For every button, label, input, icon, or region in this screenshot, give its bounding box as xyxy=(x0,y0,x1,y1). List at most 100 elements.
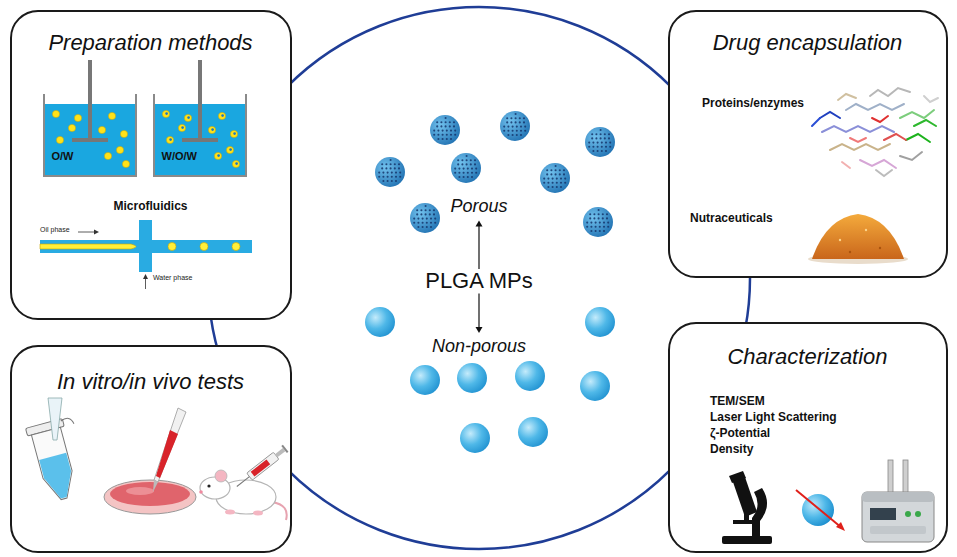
pore xyxy=(598,217,600,219)
pore xyxy=(450,130,452,132)
protein-molecule-part xyxy=(860,160,896,168)
pore xyxy=(560,178,562,180)
pore xyxy=(471,176,473,178)
pore xyxy=(445,121,447,123)
pore xyxy=(449,121,451,123)
technique-item: TEM/SEM xyxy=(710,394,930,408)
laser-scattering-icon-part xyxy=(836,522,845,531)
droplet-core xyxy=(211,128,214,131)
pore xyxy=(417,218,419,220)
beaker-icon: W/O/W xyxy=(152,60,248,178)
pore xyxy=(433,213,435,215)
pore xyxy=(454,168,456,170)
pore xyxy=(512,130,514,132)
phase-label: Water phase xyxy=(153,274,192,282)
pore xyxy=(598,209,600,211)
pore xyxy=(429,209,431,211)
protein-molecule xyxy=(812,88,938,176)
microfluidic-chip-part xyxy=(143,274,148,279)
pore xyxy=(556,178,558,180)
droplet xyxy=(52,110,59,117)
stirrer-rod xyxy=(198,60,202,140)
pore xyxy=(597,142,599,144)
pore xyxy=(564,182,566,184)
pore xyxy=(385,163,387,165)
pore xyxy=(604,137,606,139)
pore xyxy=(515,113,517,115)
pore xyxy=(550,169,552,171)
pore xyxy=(434,222,436,224)
drug-class: Proteins/enzymes xyxy=(702,96,922,110)
protein-molecule-part xyxy=(906,134,930,142)
pore xyxy=(398,167,400,169)
pore xyxy=(607,226,609,228)
protein-molecule-part xyxy=(830,144,890,150)
pore xyxy=(556,186,558,188)
stirrer-rod xyxy=(88,60,92,140)
pore xyxy=(416,209,418,211)
droplet xyxy=(214,152,221,159)
arrow-head xyxy=(476,327,483,333)
droplet xyxy=(230,130,237,137)
pore xyxy=(519,117,521,119)
pore xyxy=(442,138,444,140)
microscope-icon-part xyxy=(733,477,757,517)
pore xyxy=(466,155,468,157)
pore xyxy=(600,137,602,139)
nutraceutical-powder-part xyxy=(849,251,851,253)
pore xyxy=(440,121,442,123)
pore xyxy=(560,186,562,188)
pore xyxy=(470,159,472,161)
density-instrument-part xyxy=(870,508,896,520)
technique-item: ζ-Potential xyxy=(710,426,930,440)
emulsion-droplets xyxy=(162,110,239,167)
laser-scattering-icon xyxy=(796,490,845,531)
direction-arrow xyxy=(478,293,479,328)
pore xyxy=(586,226,588,228)
porous-particle xyxy=(500,111,530,141)
protein-molecule-part xyxy=(820,112,840,118)
microfluidic-chip-part xyxy=(139,220,152,272)
panel-title: Characterization xyxy=(670,344,945,370)
density-instrument-part xyxy=(915,511,921,517)
mouse-icon-part xyxy=(207,484,210,487)
droplet xyxy=(218,112,225,119)
protein-molecule-part xyxy=(812,118,820,126)
syringe-icon-part xyxy=(237,477,250,487)
pore xyxy=(603,222,605,224)
pore xyxy=(600,133,602,135)
pore xyxy=(395,180,397,182)
mouse-icon xyxy=(199,470,287,520)
pore xyxy=(506,121,508,123)
pore xyxy=(467,176,469,178)
droplet-core xyxy=(221,114,224,117)
pore xyxy=(458,172,460,174)
pore xyxy=(425,213,427,215)
microscope-icon-part xyxy=(733,520,759,524)
microfluidic-chip xyxy=(40,220,252,289)
pore xyxy=(595,133,597,135)
pore xyxy=(391,176,393,178)
pore xyxy=(445,117,447,119)
pore xyxy=(510,121,512,123)
pore xyxy=(454,130,456,132)
pore xyxy=(605,150,607,152)
pore xyxy=(430,226,432,228)
droplet-core xyxy=(187,116,190,119)
protein-molecule-part xyxy=(838,94,856,100)
protein-molecule-part xyxy=(884,134,906,140)
porous-particles xyxy=(375,111,615,237)
droplet xyxy=(56,136,63,143)
protein-molecule-part xyxy=(846,104,904,110)
pore xyxy=(442,134,444,136)
pore xyxy=(426,222,428,224)
droplet-core xyxy=(229,148,232,151)
particle-type: Porous xyxy=(206,196,752,218)
pore xyxy=(552,182,554,184)
pore xyxy=(471,168,473,170)
pore xyxy=(607,222,609,224)
porous-particle xyxy=(410,203,440,233)
pore xyxy=(420,209,422,211)
pore xyxy=(543,182,545,184)
